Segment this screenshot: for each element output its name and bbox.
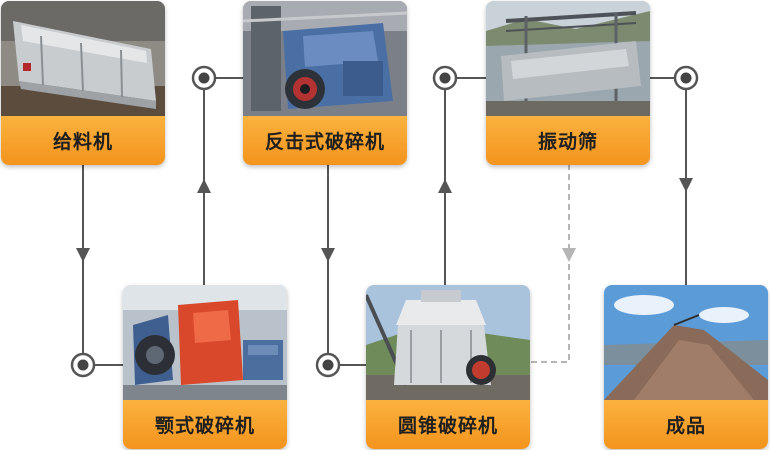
- connector-cone-to-screen: [444, 77, 486, 285]
- step-label-vibrating-screen: 振动筛: [486, 116, 650, 165]
- impact-crusher-image: [243, 1, 407, 116]
- connector-jaw-to-impact: [203, 77, 243, 285]
- arrow-up-icon: [197, 179, 211, 193]
- jaw-crusher-image: [123, 285, 287, 400]
- step-card-impact-crusher: 反击式破碎机: [243, 1, 407, 165]
- step-card-jaw-crusher: 颚式破碎机: [123, 285, 287, 449]
- step-label-cone-crusher: 圆锥破碎机: [366, 400, 530, 449]
- step-label-feeder: 给料机: [1, 116, 165, 165]
- step-card-finished-product: 成品: [604, 285, 768, 449]
- step-card-feeder: 给料机: [1, 1, 165, 165]
- ring-node-icon: [191, 65, 217, 91]
- connector-screen-return-to-cone: [530, 164, 570, 363]
- arrow-down-icon: [679, 178, 693, 192]
- connector-impact-to-cone: [327, 164, 366, 366]
- connector-screen-to-product: [650, 77, 687, 285]
- step-label-finished-product: 成品: [604, 400, 768, 449]
- arrow-up-icon: [438, 179, 452, 193]
- vibrating-screen-image: [486, 1, 650, 116]
- arrow-down-icon: [321, 248, 335, 262]
- finished-product-image: [604, 285, 768, 400]
- step-label-jaw-crusher: 颚式破碎机: [123, 400, 287, 449]
- arrow-down-icon: [562, 248, 576, 262]
- ring-node-icon: [70, 352, 96, 378]
- arrow-down-icon: [76, 248, 90, 262]
- step-card-cone-crusher: 圆锥破碎机: [366, 285, 530, 449]
- ring-node-icon: [432, 65, 458, 91]
- step-card-vibrating-screen: 振动筛: [486, 1, 650, 165]
- ring-node-icon: [315, 352, 341, 378]
- feeder-image: [1, 1, 165, 116]
- ring-node-icon: [673, 65, 699, 91]
- step-label-impact-crusher: 反击式破碎机: [243, 116, 407, 165]
- cone-crusher-image: [366, 285, 530, 400]
